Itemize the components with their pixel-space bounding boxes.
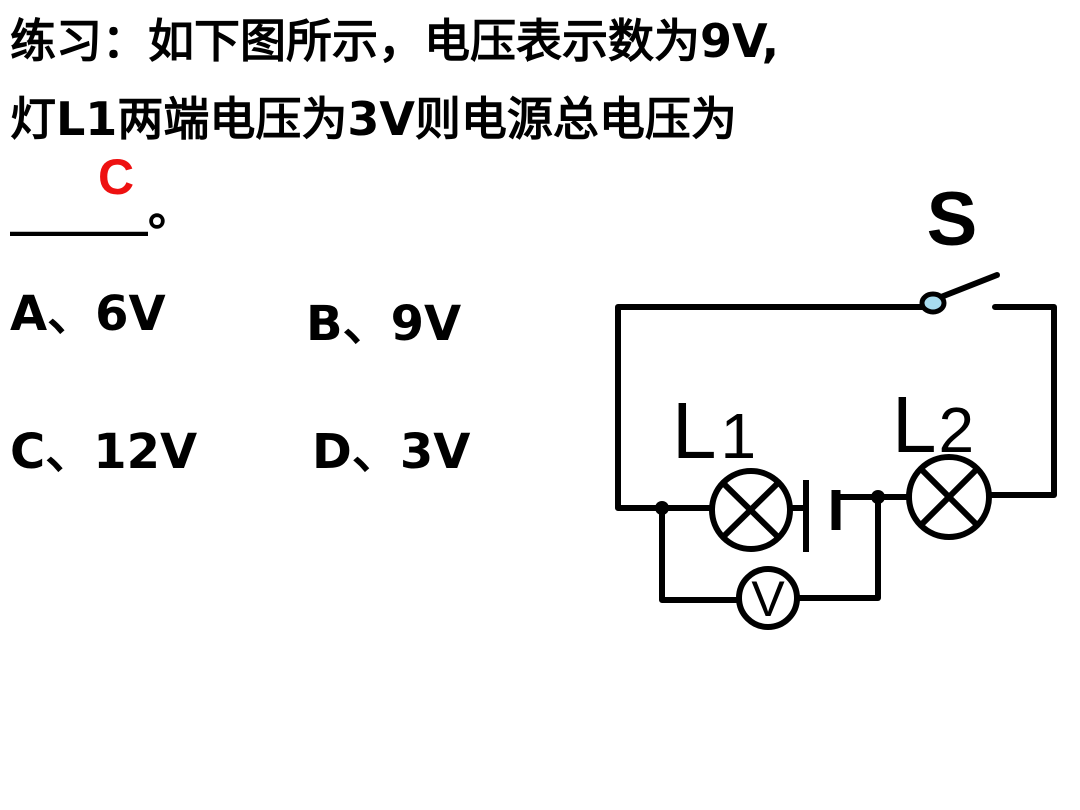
option-b: B、9V bbox=[306, 296, 462, 352]
wire-meter-left bbox=[659, 505, 743, 603]
wire-meter-right bbox=[794, 494, 881, 601]
answer-blank: ______。 bbox=[10, 182, 194, 236]
answer-letter: C bbox=[98, 149, 135, 205]
switch-label: S bbox=[927, 177, 978, 262]
voltmeter-icon bbox=[736, 566, 800, 630]
lamp-l2-digit: 2 bbox=[939, 394, 975, 466]
wire-top-right bbox=[987, 304, 1057, 498]
lamp-l1-digit: 1 bbox=[721, 400, 757, 472]
question-line-2: 灯L1两端电压为3V则电源总电压为 bbox=[10, 92, 737, 146]
voltmeter-label: V bbox=[751, 571, 785, 627]
junction-dot-right bbox=[871, 490, 885, 504]
option-a: A、6V bbox=[10, 286, 166, 342]
lamp-l1-label: L1 bbox=[672, 386, 756, 475]
switch-contact bbox=[919, 291, 947, 315]
option-d: D、3V bbox=[312, 424, 471, 480]
lamp-l1-icon bbox=[709, 468, 793, 552]
lamp-l2-letter: L bbox=[892, 380, 937, 469]
lamp-l2-label: L2 bbox=[892, 380, 974, 469]
option-c: C、12V bbox=[10, 424, 198, 480]
junction-dot-left bbox=[655, 501, 669, 515]
question-line-1: 练习：如下图所示，电压表示数为9V, bbox=[10, 14, 780, 68]
lamp-l1-letter: L bbox=[672, 386, 717, 475]
lamp-l2-icon bbox=[906, 454, 992, 540]
switch-blade bbox=[938, 272, 1000, 300]
